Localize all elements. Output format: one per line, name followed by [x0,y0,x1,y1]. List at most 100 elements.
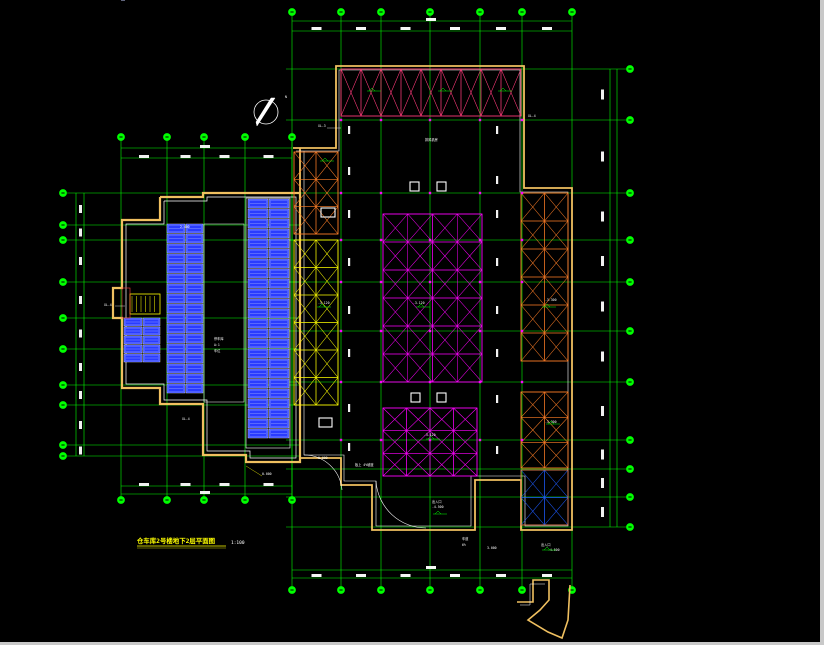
cross-brace-icon [382,269,408,299]
structural-column [520,280,524,284]
dimension-tick-text [348,443,351,451]
dimension-tick-text [496,395,499,403]
cross-brace-icon [382,241,408,271]
bay-cell [544,442,569,469]
parking-car-outline [249,340,267,347]
parking-stall-icon [247,218,269,229]
parking-stall-icon [247,378,269,389]
axis-bubble-icon [59,236,67,244]
parking-car-outline [249,200,267,207]
cross-brace-icon [520,192,545,222]
north-arrow-needle [255,97,276,127]
cross-brace-icon [407,269,433,299]
parking-stall-icon [247,238,269,249]
drawing-title: 仓车库2号楼地下2层平面图 [136,536,215,545]
magenta-braced-bay-lower [382,407,478,477]
axis-bubble-icon [59,314,67,322]
bay-cell [500,68,522,117]
parking-car-outline [125,337,141,343]
parking-stall-icon [185,343,204,354]
level-tag-triangle [547,420,555,425]
axis-bubble-mark [428,589,432,591]
parking-stall-icon [268,238,290,249]
parking-car-outline [249,230,267,237]
cross-brace-icon [315,322,339,351]
dimension-tick-text [348,404,351,412]
cross-brace-icon [407,353,433,383]
dimension-tick-text [601,449,604,460]
cross-brace-icon [382,353,408,383]
axis-bubble-mark [119,499,123,501]
parking-car-outline [270,430,288,437]
parking-car-outline [187,355,202,362]
cross-brace-icon [293,377,317,406]
dimension-tick-text [601,256,604,266]
top-braced-band [340,68,522,117]
axis-bubble-icon [241,133,249,141]
parking-car-outline [249,390,267,397]
dimension-tick-text [79,205,82,213]
cross-brace-icon [380,68,402,117]
structural-column [428,329,432,333]
parking-stall-icon [185,253,204,264]
axis-bubble-icon [241,496,249,504]
room-label: 出入口 [541,542,551,547]
bay-cell [544,332,569,362]
parking-stall-icon [166,383,186,394]
parking-car-outline [187,315,202,322]
cross-brace-icon [544,220,569,250]
parking-stall-icon [247,288,269,299]
axis-bubble-mark [61,455,65,457]
axis-bubble-icon [568,8,576,16]
axis-bubble-mark [628,239,632,241]
dimension-tick-text [348,167,351,175]
parking-car-outline [249,410,267,417]
parking-car-outline [168,225,184,232]
level-label: 3.000 [487,546,497,550]
parking-stall-icon [185,333,204,344]
stair-wall [121,287,131,319]
parking-stall-icon [247,228,269,239]
dimension-tick-text [139,483,149,486]
axis-bubble-mark [290,11,294,13]
door-swing-arc [303,454,343,491]
bay-cell [453,453,478,477]
dimension-tick-text [200,145,210,148]
parking-car-outline [249,250,267,257]
cross-brace-icon [340,68,362,117]
dimension-tick-text [79,363,82,371]
axis-bubble-icon [626,116,634,124]
bay-cell [457,353,483,383]
dimension-tick-text [450,27,460,30]
cross-brace-icon [544,417,569,443]
axis-bubble-icon [626,65,634,73]
cross-brace-icon [293,294,317,323]
dimension-tick-text [219,155,230,158]
structural-column [428,380,432,384]
cross-brace-icon [407,213,433,243]
axis-bubble-icon [626,378,634,386]
parking-stall-icon [166,363,186,374]
magenta-braced-bay [382,213,483,383]
axis-bubble-mark [61,404,65,406]
parking-stall-icon [247,318,269,329]
cross-brace-icon [293,151,317,180]
parking-car-outline [125,328,141,334]
dimension-tick-text [601,406,604,416]
level-label: -3.300 [545,298,557,302]
parking-stall-icon [185,223,204,234]
parking-car-outline [187,365,202,372]
parking-car-outline [249,420,267,427]
parking-stall-icon [268,328,290,339]
dimension-tick-text [400,574,411,577]
cross-brace-icon [544,276,569,306]
cross-brace-icon [520,248,545,278]
parking-car-outline [168,275,184,282]
dimension-tick-text [496,176,499,184]
level-label: -3.300 [545,420,557,424]
level-tag-triangle [499,87,507,92]
axis-bubble-icon [626,493,634,501]
parking-stall-icon [123,335,143,345]
